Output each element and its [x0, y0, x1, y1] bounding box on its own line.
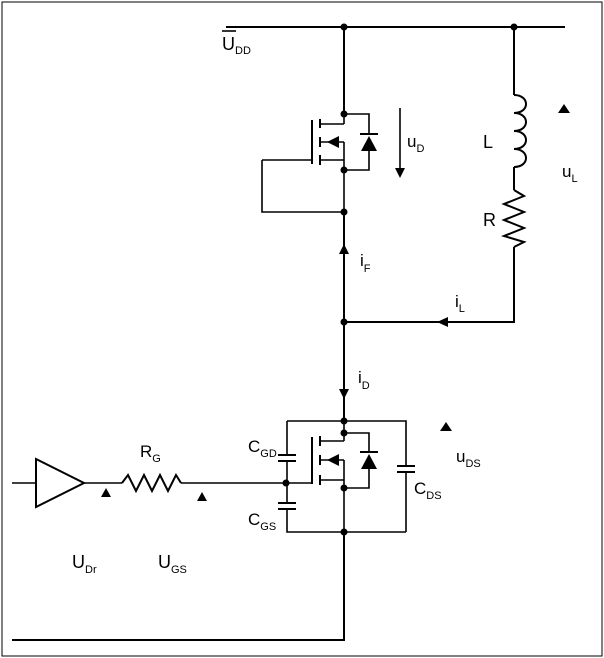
inductor-coil [513, 94, 527, 168]
uds-arrow [440, 422, 452, 431]
low-side-mosfet [278, 420, 415, 533]
label-id: iD [358, 368, 370, 392]
udr-arrow [101, 488, 111, 497]
label-udr: UDr [72, 552, 97, 576]
label-cgd: CGD [248, 437, 277, 460]
ground-return-wire [12, 532, 345, 641]
gate-drive [12, 457, 312, 509]
load-return-wire [344, 247, 515, 323]
label-ul: uL [562, 162, 578, 185]
label-uds: uDS [456, 447, 481, 470]
gate-resistor [121, 472, 182, 494]
label-ugs: UGS [158, 552, 187, 576]
if-arrow [339, 244, 349, 254]
label-l: L [483, 132, 493, 152]
label-udd: UDD [222, 34, 251, 57]
id-arrow [339, 389, 349, 399]
label-r: R [483, 210, 496, 230]
label-cgs: CGS [248, 510, 276, 533]
label-if: iF [360, 251, 371, 275]
label-rg: RG [140, 442, 161, 465]
high-side-mosfet [261, 113, 378, 213]
driver-buffer [35, 457, 87, 509]
il-arrow [437, 317, 448, 327]
ud-voltage-arrow [395, 108, 405, 178]
label-cds: CDS [414, 479, 442, 502]
load-resistor [500, 189, 527, 248]
ul-arrow [558, 104, 570, 113]
ugs-arrow [197, 492, 207, 501]
label-ud: uD [407, 132, 424, 155]
junction-dots [282, 23, 518, 536]
label-il: iL [455, 292, 465, 315]
